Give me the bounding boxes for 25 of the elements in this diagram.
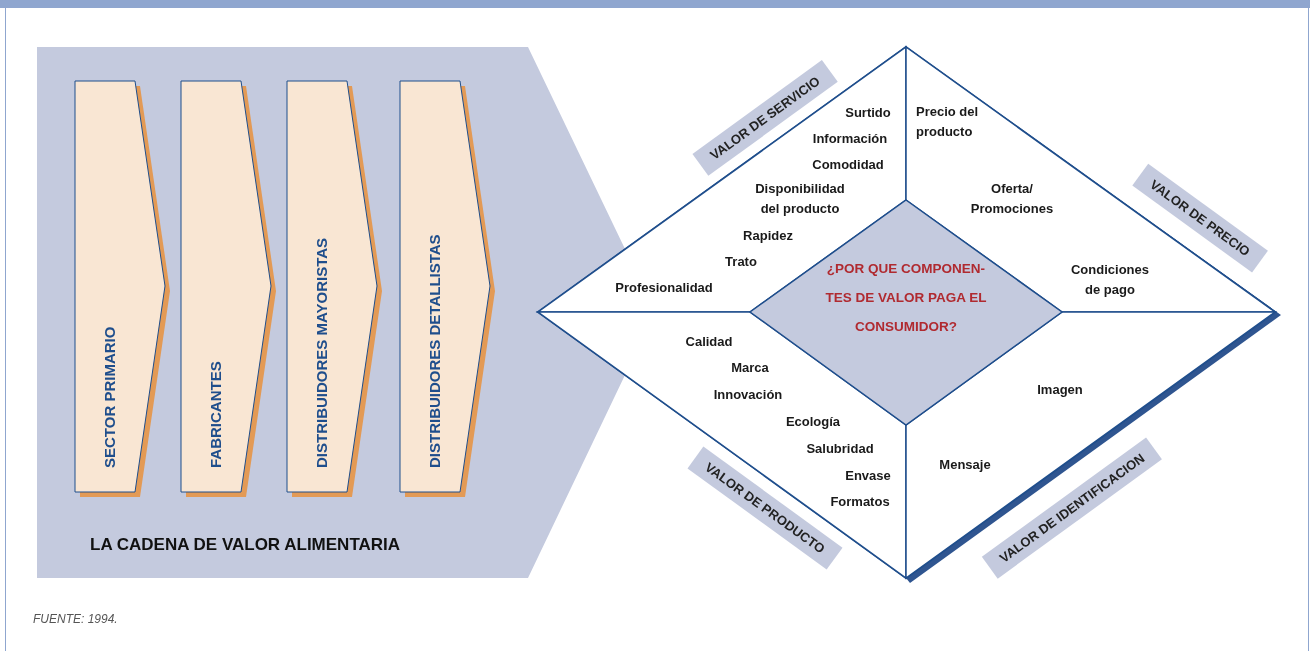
stage-panel xyxy=(75,81,171,498)
value-item: Rapidez xyxy=(743,227,793,245)
value-item: Surtido xyxy=(845,104,891,122)
value-item: Imagen xyxy=(1037,381,1083,399)
stage-label: FABRICANTES xyxy=(207,361,225,468)
value-item: Ecología xyxy=(785,413,841,431)
stage-label: DISTRIBUIDORES MAYORISTAS xyxy=(313,237,331,468)
stage-panel xyxy=(287,81,383,498)
value-item: Precio del producto xyxy=(916,103,980,141)
value-item: Marca xyxy=(731,359,769,377)
value-item: Calidad xyxy=(685,333,733,351)
value-item: Disponibilidad del producto xyxy=(754,180,846,218)
value-item: Trato xyxy=(725,253,757,271)
band-title: LA CADENA DE VALOR ALIMENTARIA xyxy=(90,535,401,555)
value-item: Oferta/ Promociones xyxy=(969,180,1055,218)
value-item: Envase xyxy=(845,467,891,485)
stage-panel xyxy=(181,81,277,498)
stage-label: SECTOR PRIMARIO xyxy=(101,326,119,468)
question-text: ¿POR QUE COMPONEN- TES DE VALOR PAGA EL CONSUMIDOR? xyxy=(824,259,988,336)
value-item: Innovación xyxy=(713,386,783,404)
source-caption: FUENTE: 1994. xyxy=(33,612,118,626)
stage-label: DISTRIBUIDORES DETALLISTAS xyxy=(426,234,444,468)
stage-panel xyxy=(400,81,496,498)
diamond-frame xyxy=(538,47,1283,586)
value-item: Profesionalidad xyxy=(615,279,713,297)
